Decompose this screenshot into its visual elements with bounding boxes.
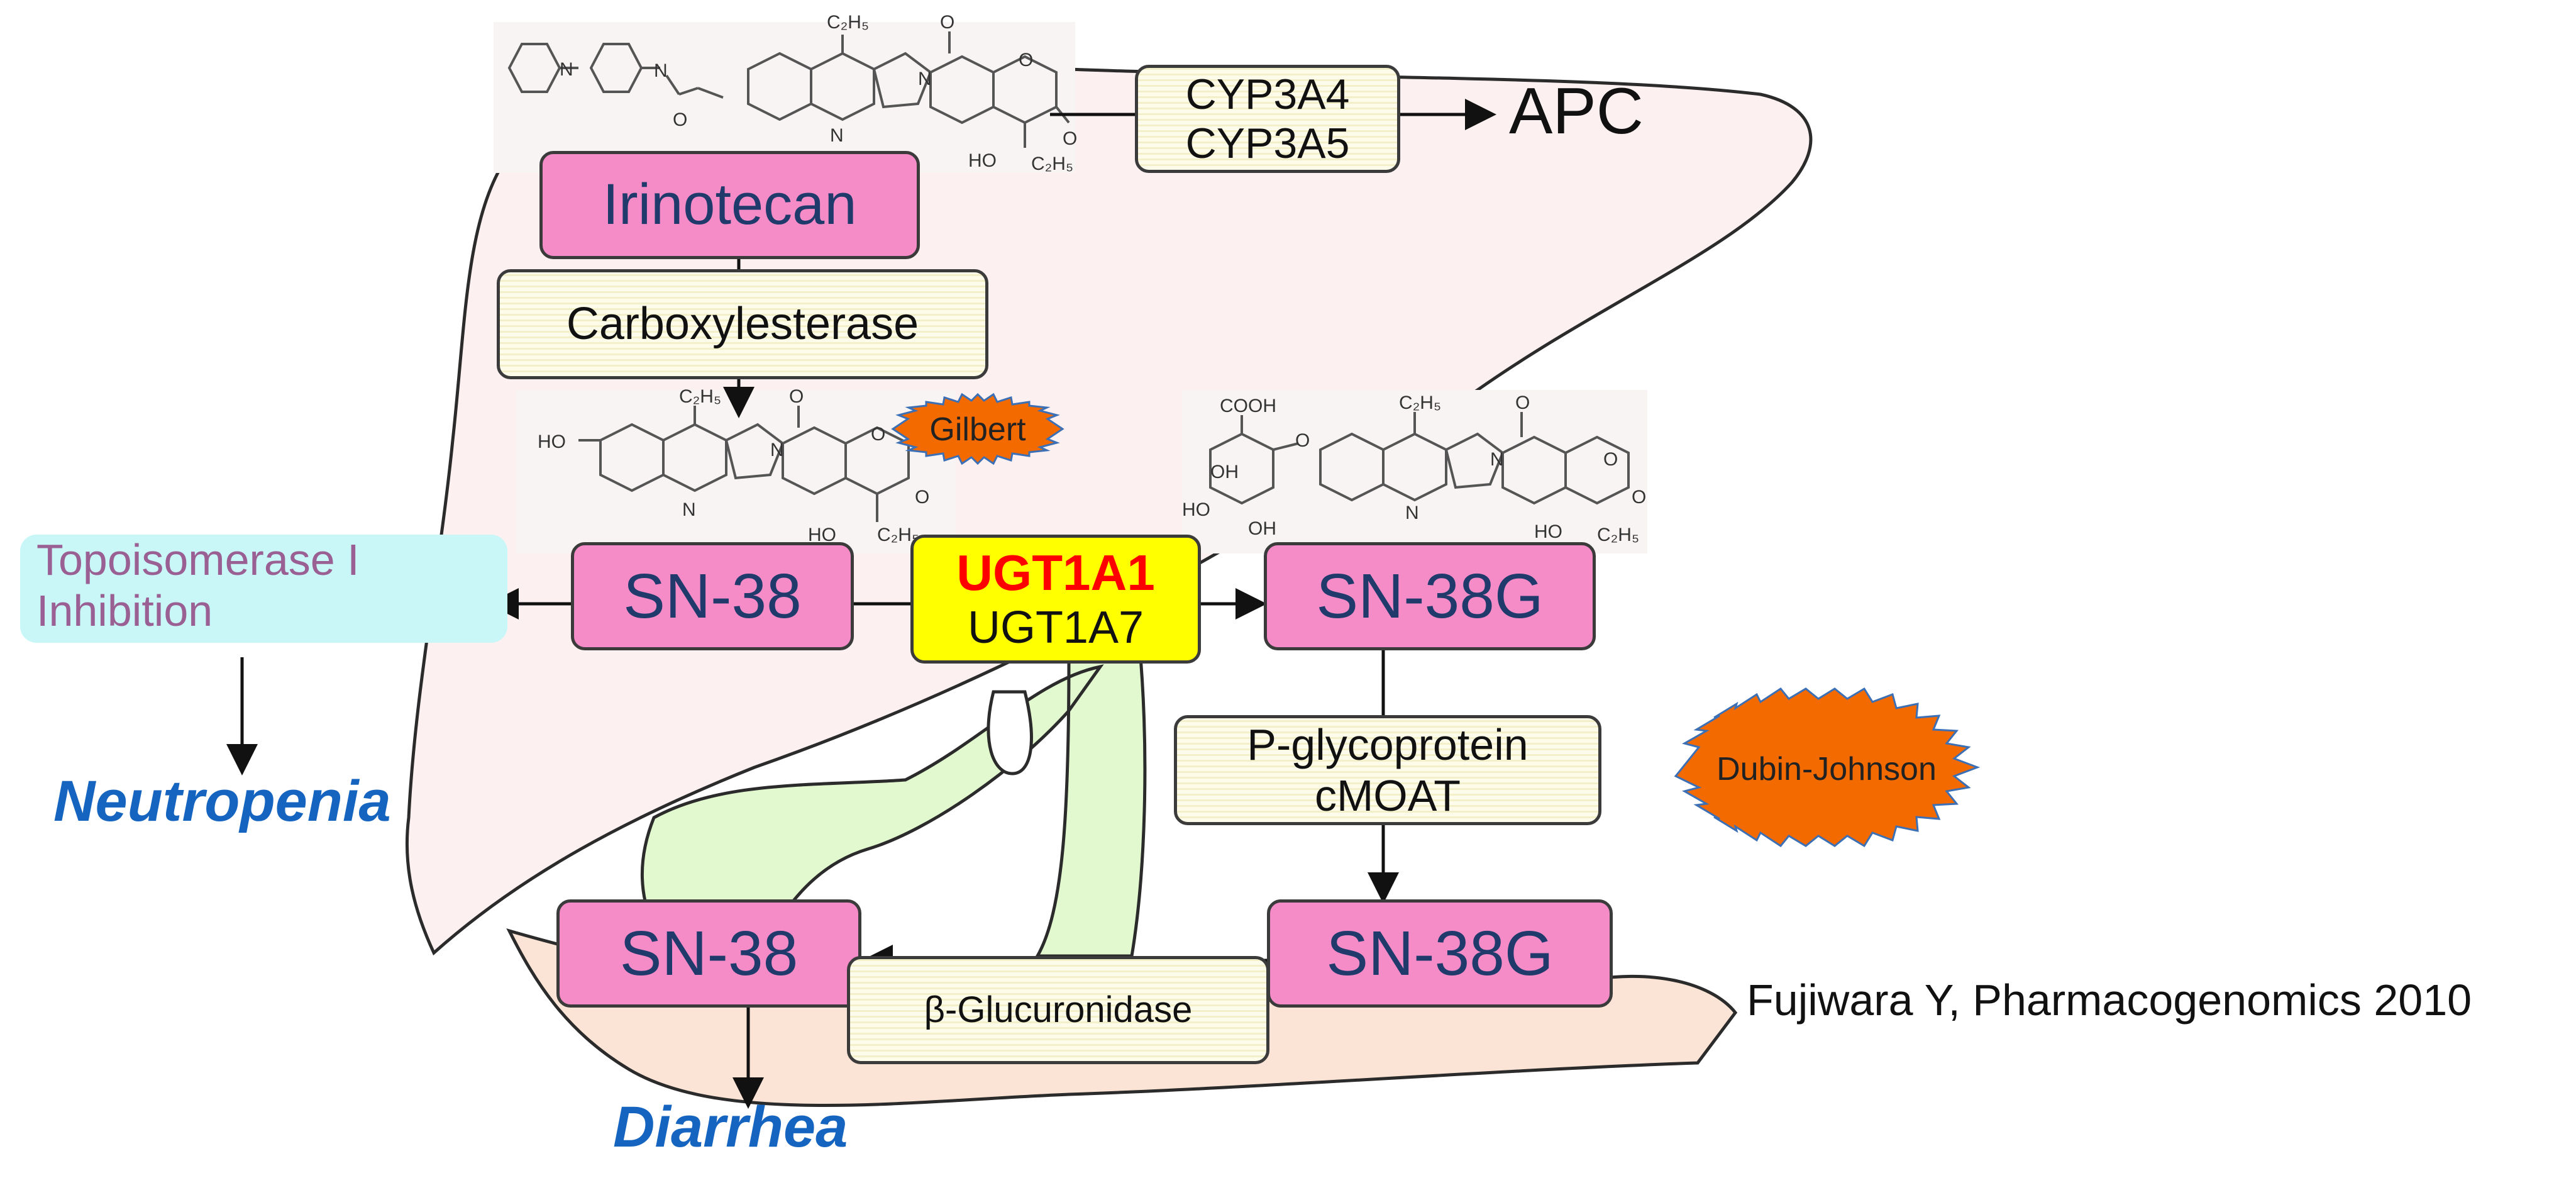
irinotecan-o1: O <box>673 109 687 130</box>
p-glycoprotein-label: P-glycoprotein <box>1247 720 1528 769</box>
topoisomerase-line1: Topoisomerase I <box>36 535 360 584</box>
irinotecan-c2h5-top: C₂H₅ <box>827 12 869 33</box>
sn38g-gut-label: SN-38G <box>1326 918 1554 989</box>
bile-duct-loop <box>987 690 1033 775</box>
sn38g-o1: O <box>1295 430 1310 451</box>
sn38-structure <box>578 406 910 522</box>
diarrhea-label: Diarrhea <box>613 1095 848 1159</box>
cyp-box: CYP3A4 CYP3A5 <box>1135 65 1400 173</box>
cyp3a5-label: CYP3A5 <box>1185 119 1350 167</box>
sn38g-n1: N <box>1405 503 1419 523</box>
sn38-structure-labels: HO C₂H₅ O N N O O HO C₂H₅ <box>538 386 929 545</box>
apc-label: APC <box>1509 75 1644 148</box>
irinotecan-box: Irinotecan <box>539 151 920 259</box>
irinotecan-o-ring: O <box>1019 50 1033 70</box>
irinotecan-structure <box>507 31 1070 148</box>
sn38g-liver-label: SN-38G <box>1316 560 1544 631</box>
sn38g-oh2: OH <box>1248 518 1276 539</box>
irinotecan-label: Irinotecan <box>602 172 857 237</box>
sn38g-o-ring: O <box>1603 449 1618 470</box>
gilbert-star-shape <box>891 392 1064 465</box>
sn38-liver-box: SN-38 <box>571 542 854 650</box>
sn38-ho-bottom: HO <box>808 525 836 545</box>
sn38g-ho-bottom: HO <box>1534 521 1562 542</box>
sn38-gut-box: SN-38 <box>556 899 861 1008</box>
irinotecan-ho: HO <box>968 150 997 171</box>
irinotecan-n3: N <box>830 125 844 146</box>
neutropenia-label: Neutropenia <box>53 769 391 833</box>
sn38-o-ring: O <box>871 424 885 445</box>
sn38g-ho: HO <box>1182 499 1210 520</box>
glucuronidase-box: β-Glucuronidase <box>847 956 1269 1064</box>
sn38g-oh1: OH <box>1210 462 1239 482</box>
sn38-n1: N <box>682 499 696 520</box>
sn38-o-top: O <box>789 386 804 407</box>
ugt-box: UGT1A1 UGT1A7 <box>910 535 1201 664</box>
irinotecan-n2: N <box>654 60 668 81</box>
ugt1a1-label: UGT1A1 <box>956 545 1155 601</box>
sn38g-cooh: COOH <box>1220 396 1276 416</box>
cmoat-label: cMOAT <box>1314 770 1461 820</box>
sn38g-o-right: O <box>1632 487 1646 508</box>
carboxylesterase-label: Carboxylesterase <box>566 299 919 350</box>
irinotecan-n1: N <box>560 59 573 80</box>
carboxylesterase-box: Carboxylesterase <box>497 269 988 379</box>
sn38g-c2h5-top: C₂H₅ <box>1399 392 1441 413</box>
sn38-c2h5-top: C₂H₅ <box>679 386 721 407</box>
sn38g-n2: N <box>1490 449 1504 470</box>
sn38g-gut-box: SN-38G <box>1267 899 1613 1008</box>
sn38g-liver-box: SN-38G <box>1264 542 1596 650</box>
topoisomerase-line2: Inhibition <box>36 586 213 635</box>
sn38g-c2h5-bottom: C₂H₅ <box>1597 525 1639 545</box>
irinotecan-o-right: O <box>1063 128 1077 149</box>
transport-box: P-glycoprotein cMOAT <box>1174 715 1601 825</box>
sn38-gut-label: SN-38 <box>619 918 799 989</box>
dubin-johnson-label: Dubin-Johnson <box>1716 750 1937 787</box>
ugt1a7-label: UGT1A7 <box>967 603 1144 653</box>
sn38-ho: HO <box>538 431 566 452</box>
irinotecan-structure-bg <box>494 22 1075 173</box>
irinotecan-o-top: O <box>940 12 954 33</box>
gilbert-label: Gilbert <box>929 411 1026 448</box>
citation: Fujiwara Y, Pharmacogenomics 2010 <box>1747 975 2472 1025</box>
sn38g-o-top: O <box>1515 392 1530 413</box>
sn38-n2: N <box>770 440 784 460</box>
sn38g-structure <box>1209 412 1630 505</box>
sn38-liver-label: SN-38 <box>623 560 802 631</box>
topoisomerase-box: Topoisomerase I Inhibition <box>20 535 507 643</box>
irinotecan-structure-labels: N N O C₂H₅ O N N O O HO C₂H₅ <box>560 12 1077 174</box>
sn38-o-right: O <box>915 487 929 508</box>
irinotecan-c2h5-bottom: C₂H₅ <box>1031 153 1073 174</box>
sn38g-structure-labels: COOH O OH HO OH C₂H₅ O N N O O HO C₂H₅ <box>1182 392 1646 545</box>
cyp3a4-label: CYP3A4 <box>1185 70 1350 118</box>
glucuronidase-label: β-Glucuronidase <box>924 989 1193 1030</box>
irinotecan-n4: N <box>918 69 932 89</box>
dubin-johnson-star-shape <box>1674 687 1981 848</box>
